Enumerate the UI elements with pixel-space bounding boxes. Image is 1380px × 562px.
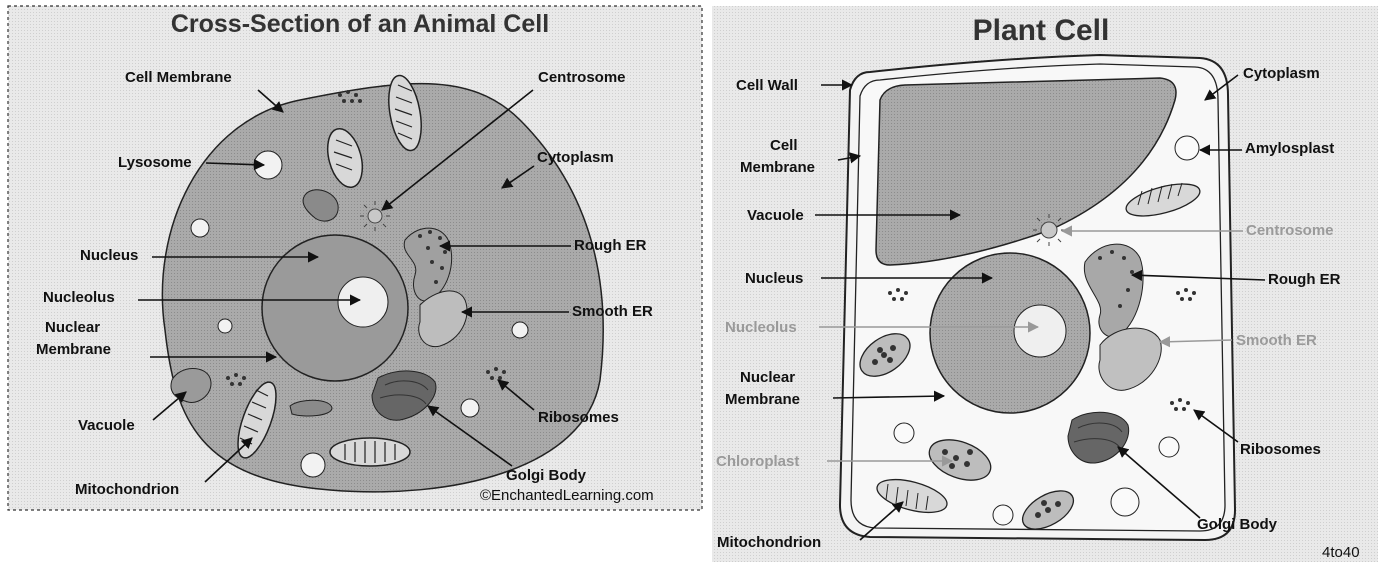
plant-label-rough-er: Rough ER — [1268, 271, 1341, 288]
animal-vesicle — [461, 399, 479, 417]
animal-vesicle — [301, 453, 325, 477]
animal-label-centrosome: Centrosome — [538, 69, 626, 86]
plant-amyloplast — [1175, 136, 1199, 160]
animal-title: Cross-Section of an Animal Cell — [171, 10, 549, 38]
animal-label-golgi-body: Golgi Body — [506, 467, 587, 484]
plant-label-nuclear-membrane-1: Nuclear — [740, 369, 795, 386]
plant-label-chloroplast: Chloroplast — [716, 453, 799, 470]
animal-label-vacuole: Vacuole — [78, 417, 135, 434]
plant-label-vacuole: Vacuole — [747, 207, 804, 224]
animal-label-nucleus: Nucleus — [80, 247, 138, 264]
animal-label-nuclear-membrane-2: Membrane — [36, 341, 111, 358]
animal-vesicle — [218, 319, 232, 333]
plant-label-nucleus: Nucleus — [745, 270, 803, 287]
animal-nucleolus — [338, 277, 388, 327]
plant-cell-panel: Plant Cell — [712, 6, 1378, 562]
plant-label-golgi-body: Golgi Body — [1197, 516, 1278, 533]
plant-label-cell-membrane-2: Membrane — [740, 159, 815, 176]
plant-vesicle — [1159, 437, 1179, 457]
animal-vacuole — [171, 368, 211, 402]
plant-label-nucleolus: Nucleolus — [725, 319, 797, 336]
animal-label-nucleolus: Nucleolus — [43, 289, 115, 306]
animal-label-nuclear-membrane-1: Nuclear — [45, 319, 100, 336]
animal-credit: ©EnchantedLearning.com — [480, 487, 654, 504]
plant-label-cytoplasm: Cytoplasm — [1243, 65, 1320, 82]
plant-nucleolus — [1014, 305, 1066, 357]
plant-corner-tag: 4to40 — [1322, 544, 1360, 561]
animal-vesicle — [191, 219, 209, 237]
animal-label-mitochondrion: Mitochondrion — [75, 481, 179, 498]
animal-cell-panel: Cross-Section of an Animal Cell — [8, 6, 702, 510]
plant-label-centrosome: Centrosome — [1246, 222, 1334, 239]
plant-label-ribosomes: Ribosomes — [1240, 441, 1321, 458]
plant-label-cell-membrane-1: Cell — [770, 137, 798, 154]
plant-label-smooth-er: Smooth ER — [1236, 332, 1317, 349]
plant-vesicle — [894, 423, 914, 443]
plant-label-amyloplast: Amylosplast — [1245, 140, 1334, 157]
animal-vesicle — [512, 322, 528, 338]
plant-title: Plant Cell — [973, 14, 1110, 47]
plant-vesicle — [1111, 488, 1139, 516]
plant-label-nuclear-membrane-2: Membrane — [725, 391, 800, 408]
animal-label-ribosomes: Ribosomes — [538, 409, 619, 426]
animal-label-lysosome: Lysosome — [118, 154, 192, 171]
animal-label-cell-membrane: Cell Membrane — [125, 69, 232, 86]
animal-label-smooth-er: Smooth ER — [572, 303, 653, 320]
animal-small-vacuole — [290, 400, 332, 416]
animal-mitochondrion — [330, 438, 410, 466]
animal-label-cytoplasm: Cytoplasm — [537, 149, 614, 166]
plant-label-mitochondrion: Mitochondrion — [717, 534, 821, 551]
animal-label-rough-er: Rough ER — [574, 237, 647, 254]
plant-vesicle — [993, 505, 1013, 525]
plant-label-cell-wall: Cell Wall — [736, 77, 798, 94]
